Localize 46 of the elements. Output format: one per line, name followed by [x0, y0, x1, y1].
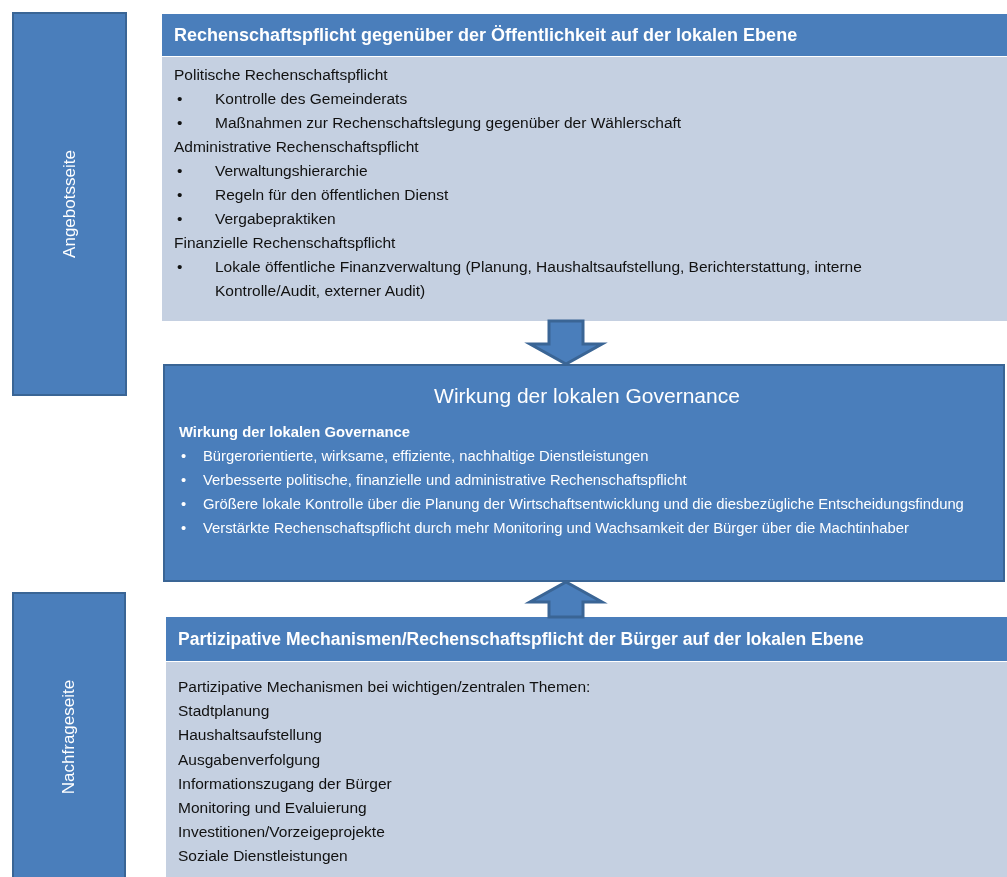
header-title: Rechenschaftspflicht gegenüber der Öffentlichkeit auf der lokalen Ebene	[174, 24, 798, 46]
bullet: •	[176, 257, 184, 277]
block-arrow	[524, 580, 608, 619]
bullet: •	[180, 471, 188, 490]
bullet: •	[180, 519, 188, 538]
bullet: •	[180, 495, 188, 514]
side-label: Nachfrageseite	[59, 679, 79, 795]
list-item: Bürgerorientierte, wirksame, effiziente, nachhaltige Dienstleistungen	[203, 447, 649, 466]
list-heading: Politische Rechenschaftspflicht	[174, 65, 388, 85]
list-item: Verwaltungshierarchie	[215, 161, 368, 181]
list-heading: Administrative Rechenschaftspflicht	[174, 137, 419, 157]
list-heading: Monitoring und Evaluierung	[178, 798, 367, 818]
list-item: Verstärkte Rechenschaftspflicht durch mehr Monitoring und Wachsamkeit der Bürger über die Machtinhaber	[203, 519, 909, 538]
bullet: •	[176, 185, 184, 205]
list-heading: Informationszugang der Bürger	[178, 773, 392, 794]
bullet: •	[176, 89, 184, 109]
list-item: Vergabepraktiken	[215, 209, 336, 229]
list-item: Verbesserte politische, finanzielle und administrative Rechenschaftspflicht	[203, 471, 687, 490]
list-heading: Investitionen/Vorzeigeprojekte	[178, 822, 385, 843]
list-item: Maßnahmen zur Rechenschaftslegung gegenüber der Wählerschaft	[215, 113, 682, 133]
list-heading: Stadtplanung	[178, 701, 270, 722]
box-title: Wirkung der lokalen Governance	[434, 384, 740, 407]
section-heading: Wirkung der lokalen Governance	[179, 423, 410, 442]
list-item: Lokale öffentliche Finanzverwaltung (Planung, Haushaltsaufstellung, Berichterstattung, interne Kontrolle/Audit, externer Audit)	[215, 257, 863, 301]
list-heading: Soziale Dienstleistungen	[178, 846, 348, 867]
list-heading: Ausgabenverfolgung	[178, 749, 321, 770]
side-bar	[12, 12, 127, 396]
list-heading: Partizipative Mechanismen bei wichtigen/zentralen Themen:	[178, 677, 591, 697]
result-box	[163, 364, 1005, 582]
list-item: Kontrolle des Gemeinderats	[215, 89, 408, 109]
list-item: Größere lokale Kontrolle über die Planung der Wirtschaftsentwicklung und die diesbezügliche Entscheidungsfindung	[203, 495, 964, 514]
list-item: Regeln für den öffentlichen Dienst	[215, 185, 449, 205]
header-bar	[166, 617, 1007, 661]
list-heading: Finanzielle Rechenschaftspflicht	[174, 233, 396, 253]
content-panel	[166, 662, 1007, 877]
side-label: Angebotsseite	[59, 150, 80, 258]
list-heading: Haushaltsaufstellung	[178, 725, 322, 746]
bullet: •	[180, 447, 188, 466]
content-panel	[162, 57, 1007, 321]
side-bar	[12, 592, 126, 877]
block-arrow	[524, 319, 608, 366]
bullet: •	[176, 113, 184, 133]
header-title: Partizipative Mechanismen/Rechenschaftspflicht der Bürger auf der lokalen Ebene	[178, 628, 864, 650]
bullet: •	[176, 209, 184, 229]
bullet: •	[176, 161, 184, 181]
header-bar	[162, 14, 1007, 56]
